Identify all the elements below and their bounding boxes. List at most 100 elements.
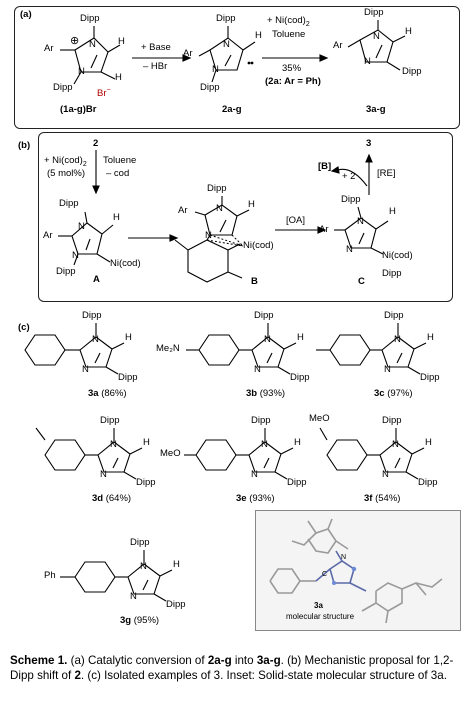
c-3g-dipp-top: Dipp	[130, 537, 150, 548]
c-3f-n1: N	[392, 439, 399, 450]
b-C-n1: N	[357, 216, 364, 227]
c-3d-dipp-right: Dipp	[136, 477, 156, 488]
b-A-dipp-bottom: Dipp	[56, 266, 76, 277]
b-B-n1: N	[216, 203, 223, 214]
c-3a-label: 3a (86%)	[88, 388, 127, 399]
a-reagent-base: + Base	[141, 42, 171, 53]
caption-t2: into	[231, 654, 257, 667]
a-int-n2: N	[212, 64, 219, 75]
caption-b2: 3a-g	[256, 654, 281, 667]
c-3a-dipp-right: Dipp	[118, 372, 138, 383]
b-B-dipp-top: Dipp	[207, 183, 227, 194]
a-int-h: H	[255, 30, 262, 41]
b-A-dipp-top: Dipp	[59, 198, 79, 209]
c-3a-n1: N	[92, 334, 99, 345]
c-3f-sub: MeO	[309, 413, 330, 424]
b-start: 2	[93, 138, 99, 149]
c-3b-h: H	[297, 332, 304, 343]
a-reactant-h1: H	[118, 36, 125, 47]
b-C-nicod: Ni(cod)	[382, 250, 413, 261]
c-3c-h: H	[427, 332, 434, 343]
scheme-caption: Scheme 1. (a) Catalytic conversion of 2a…	[10, 654, 460, 683]
b-A-n2: N	[72, 250, 79, 261]
c-3b-n2: N	[254, 364, 261, 375]
c-3g-sub: Ph	[44, 570, 56, 581]
b-bracket-b: [B]	[318, 161, 332, 172]
c-3f-dipp-top: Dipp	[382, 415, 402, 426]
panel-c-tag: (c)	[18, 322, 30, 333]
c-3a-h: H	[125, 332, 132, 343]
panel-c-structures	[24, 323, 427, 602]
c-3e-label: 3e (93%)	[236, 493, 275, 504]
c-3e-dipp-right: Dipp	[287, 477, 307, 488]
a-prod-dipp-top: Dipp	[364, 7, 384, 18]
caption-t1: (a) Catalytic conversion of	[67, 654, 208, 667]
c-3f-n2: N	[382, 469, 389, 480]
c-3d-h: H	[143, 437, 150, 448]
c-3e-n1: N	[261, 439, 268, 450]
b-label-B: B	[251, 276, 258, 287]
b-A-h: H	[113, 212, 120, 223]
c-3g-label: 3g (95%)	[120, 615, 160, 626]
inset-id: 3a	[314, 601, 323, 610]
b-C-dipp-top: Dipp	[341, 194, 361, 205]
b-minus-cod: – cod	[106, 168, 130, 179]
panel-a-structures	[60, 20, 406, 85]
c-3c-n2: N	[384, 364, 391, 375]
c-3c-dipp-top: Dipp	[384, 310, 404, 321]
c-3d-label: 3d (64%)	[92, 493, 132, 504]
b-B-ni: Ni(cod)	[243, 240, 274, 251]
inset-c-label: C	[322, 571, 328, 578]
b-solvent: Toluene	[103, 155, 137, 166]
a-reactant-n1: N	[89, 39, 96, 50]
caption-b1: 2a-g	[207, 654, 232, 667]
a-reactant-dipp-top: Dipp	[80, 13, 100, 24]
b-cat-line1: + Ni(cod)2	[44, 155, 87, 168]
a-bromide: Br−	[97, 87, 111, 100]
c-3f-h: H	[425, 437, 432, 448]
c-3e-sub: MeO	[160, 448, 181, 459]
c-3d-n1: N	[110, 439, 117, 450]
b-plus2: + 2	[342, 171, 356, 182]
a-int-dipp-bottom: Dipp	[200, 82, 220, 93]
b-A-ar: Ar	[43, 230, 53, 241]
c-3g-n1: N	[140, 561, 147, 572]
c-3g-n2: N	[130, 591, 137, 602]
inset-caption: molecular structure	[286, 612, 355, 621]
c-3b-label: 3b (93%)	[246, 388, 286, 399]
b-B-n2: N	[205, 230, 212, 241]
a-reagent-toluene: Toluene	[272, 29, 306, 40]
caption-t3: . (b) Mechanistic proposal for 1,2-Dipp …	[10, 654, 454, 682]
c-3e-h: H	[294, 437, 301, 448]
panel-a-box	[14, 6, 460, 129]
panel-b-box	[38, 132, 453, 302]
c-3b-sub: Me₂N	[156, 343, 180, 354]
a-reactant-h2: H	[115, 72, 122, 83]
a-prod-ar: Ar	[333, 40, 343, 51]
b-C-dipp-bottom: Dipp	[382, 268, 402, 279]
c-3d-dipp-top: Dipp	[100, 415, 120, 426]
caption-t4: . (c) Isolated examples of 3. Inset: Sol…	[80, 668, 447, 682]
a-prod-n1: N	[373, 31, 380, 42]
b-A-nicod: Ni(cod)	[110, 258, 141, 269]
b-label-A: A	[93, 274, 100, 285]
a-int-label: 2a-g	[222, 104, 242, 115]
panel-a-tag: (a)	[20, 9, 32, 20]
b-C-n2: N	[346, 244, 353, 255]
a-reactant-plus: ⊕	[70, 35, 80, 47]
b-C-ar: Ar	[319, 224, 329, 235]
panel-b-structures	[58, 150, 389, 283]
a-int-n1: N	[223, 39, 230, 50]
c-3c-n1: N	[394, 334, 401, 345]
a-prod-label: 3a-g	[366, 104, 386, 115]
a-reactant-n2: N	[78, 66, 85, 77]
c-3a-n2: N	[82, 364, 89, 375]
c-3d-n2: N	[100, 469, 107, 480]
a-int-ar: Ar	[183, 48, 193, 59]
inset-n-label: N	[341, 554, 347, 561]
b-product: 3	[366, 138, 372, 149]
a-reactant-label: (1a-g)Br	[60, 104, 97, 115]
b-B-ar: Ar	[178, 205, 188, 216]
a-prod-h: H	[405, 26, 412, 37]
c-3c-dipp-right: Dipp	[420, 372, 440, 383]
